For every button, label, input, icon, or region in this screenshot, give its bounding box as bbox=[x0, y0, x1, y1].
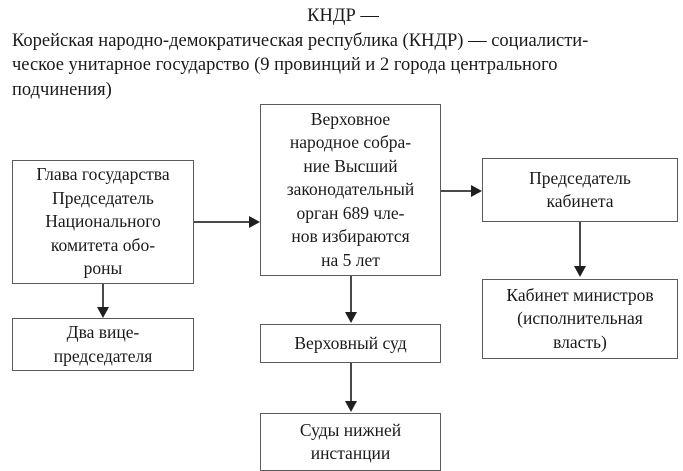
caption-line-2: Корейская народно-демократическая респуб… bbox=[12, 30, 589, 51]
node-supreme-court: Верховный суд bbox=[260, 324, 441, 363]
caption-line-1: КНДР — bbox=[307, 6, 379, 26]
edge-head-of-state-to-two-vice-line bbox=[102, 284, 104, 310]
edge-assembly-to-cabinet-chair-line bbox=[441, 190, 472, 192]
edge-cabinet-chair-to-ministers-arrowhead bbox=[574, 266, 586, 277]
node-supreme-court-label: Верховный суд bbox=[294, 332, 407, 353]
node-lower-courts: Суды нижней инстанции bbox=[260, 413, 441, 471]
edge-supreme-court-to-lower-courts-line bbox=[350, 363, 352, 403]
node-cabinet-of-ministers: Кабинет министров (исполнительная власть… bbox=[482, 279, 678, 359]
diagram-caption: КНДР — Корейская народно-демократическая… bbox=[12, 4, 674, 102]
node-cabinet-chairman-label: Председатель кабинета bbox=[529, 167, 631, 212]
node-cabinet-chairman: Председатель кабинета bbox=[482, 158, 678, 222]
edge-head-of-state-to-two-vice-arrowhead bbox=[97, 307, 109, 318]
edge-assembly-to-supreme-court-arrowhead bbox=[345, 312, 357, 323]
edge-assembly-to-supreme-court-line bbox=[350, 276, 352, 314]
edge-head-of-state-to-assembly-line bbox=[194, 221, 250, 223]
node-two-vice-chairmen-label: Два вице- председателя bbox=[53, 322, 153, 366]
edge-cabinet-chair-to-ministers-line bbox=[579, 222, 581, 268]
caption-line-3: ческое унитарное государство (9 провинци… bbox=[12, 55, 558, 75]
edge-head-of-state-to-assembly-arrowhead bbox=[249, 216, 260, 228]
edge-assembly-to-cabinet-chair-arrowhead bbox=[471, 185, 482, 197]
node-head-of-state: Глава государства Председатель Националь… bbox=[12, 160, 194, 284]
node-lower-courts-label: Суды нижней инстанции bbox=[299, 419, 402, 464]
edge-supreme-court-to-lower-courts-arrowhead bbox=[345, 401, 357, 412]
node-head-of-state-label: Глава государства Председатель Националь… bbox=[36, 164, 170, 279]
node-supreme-peoples-assembly-label: Верховное народное собра- ние Высший зак… bbox=[286, 108, 415, 270]
node-supreme-peoples-assembly: Верховное народное собра- ние Высший зак… bbox=[260, 104, 441, 276]
caption-line-4: подчинения) bbox=[12, 79, 112, 100]
node-cabinet-of-ministers-label: Кабинет министров (исполнительная власть… bbox=[506, 284, 654, 352]
node-two-vice-chairmen: Два вице- председателя bbox=[12, 318, 194, 371]
